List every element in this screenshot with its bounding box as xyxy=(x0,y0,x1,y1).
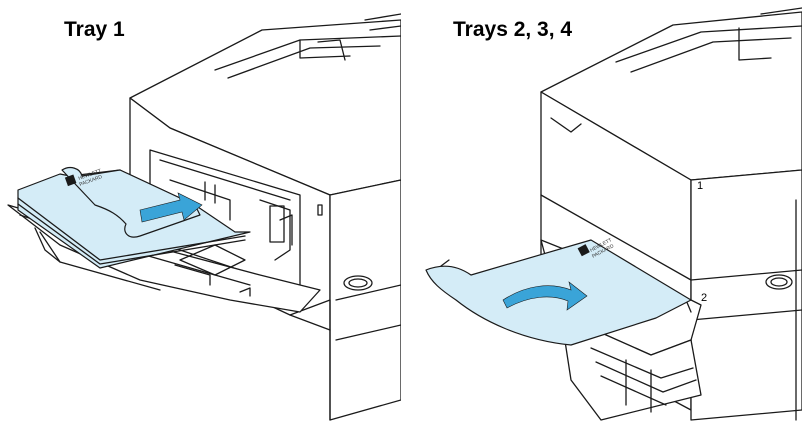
side-handle xyxy=(343,275,373,291)
arrow-right-icon xyxy=(139,192,203,223)
trays-2-3-4-caption: Trays 2, 3, 4 xyxy=(453,18,573,41)
curved-arrow-icon xyxy=(502,281,588,311)
tray-1-printer-drawing: HEWLETT PACKARD xyxy=(7,13,401,421)
tray-1-caption: Tray 1 xyxy=(64,18,125,41)
tray-number-1: 1 xyxy=(697,180,704,192)
tray-1-illustration: Tray 1 xyxy=(7,13,401,421)
printer-right-side xyxy=(690,169,802,421)
printer-right-side xyxy=(329,179,401,421)
paper-curl xyxy=(61,166,201,238)
tray-2-drawer-bottom xyxy=(560,314,702,421)
trays-2-3-4-illustration: Trays 2, 3, 4 HEWLETT PACKA xyxy=(401,0,802,424)
side-handle xyxy=(765,274,793,290)
tray-number-2: 2 xyxy=(701,292,708,304)
trays-2-3-4-printer-drawing: HEWLETT PACKARD xyxy=(425,7,802,421)
